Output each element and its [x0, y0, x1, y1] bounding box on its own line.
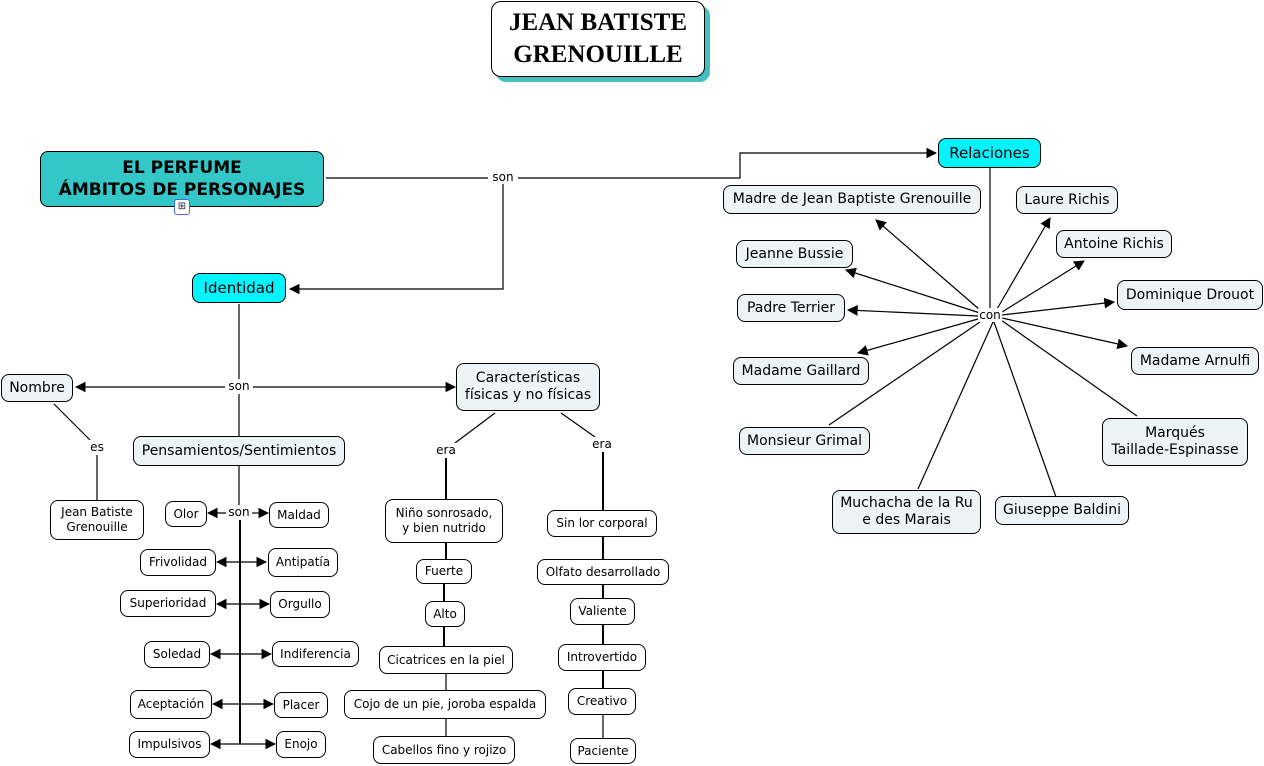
sentimiento-node[interactable]: Frivolidad: [140, 549, 216, 576]
link-label-identidad-son: son: [226, 379, 252, 393]
sentimiento-node[interactable]: Enojo: [276, 731, 326, 758]
link-label-era-right: era: [590, 437, 614, 451]
person-node[interactable]: Monsieur Grimal: [739, 427, 870, 455]
caracteristica-no-fisica-node[interactable]: Introvertido: [558, 644, 646, 671]
caracteristica-fisica-node[interactable]: Alto: [425, 601, 465, 627]
caracteristica-no-fisica-node[interactable]: Olfato desarrollado: [537, 559, 669, 585]
pensamientos-node[interactable]: Pensamientos/Sentimientos: [133, 436, 345, 466]
link-label-relaciones-con: con: [978, 308, 1002, 322]
caracteristica-no-fisica-node[interactable]: Valiente: [570, 598, 635, 625]
nombre-node[interactable]: Nombre: [1, 374, 73, 402]
caracteristica-fisica-node[interactable]: Niño sonrosado, y bien nutrido: [385, 499, 503, 543]
caracteristica-fisica-node[interactable]: Cabellos fino y rojizo: [373, 736, 515, 764]
nombre-value-node[interactable]: Jean Batiste Grenouille: [50, 500, 144, 540]
map-title[interactable]: JEAN BATISTE GRENOUILLE: [491, 1, 705, 77]
caracteristica-fisica-node[interactable]: Cojo de un pie, joroba espalda: [344, 690, 546, 719]
sentimiento-node[interactable]: Impulsivos: [129, 731, 210, 758]
person-node[interactable]: Madame Arnulfi: [1131, 347, 1259, 375]
edge-son-relaciones: [518, 147, 938, 179]
relaciones-node[interactable]: Relaciones: [938, 138, 1041, 168]
person-node[interactable]: Jeanne Bussie: [736, 240, 853, 268]
caracteristica-no-fisica-node[interactable]: Creativo: [568, 688, 636, 715]
link-label-era-left: era: [434, 443, 458, 457]
person-node[interactable]: Dominique Drouot: [1117, 280, 1263, 310]
link-label-nombre-es: es: [88, 440, 106, 454]
sentimiento-node[interactable]: Soledad: [144, 641, 210, 668]
link-label-main-son: son: [490, 170, 516, 184]
caracteristica-fisica-node[interactable]: Cicatrices en la piel: [379, 646, 513, 674]
person-node[interactable]: Padre Terrier: [737, 294, 845, 322]
sentimiento-node[interactable]: Maldad: [269, 502, 329, 528]
sentimiento-node[interactable]: Antipatía: [268, 548, 338, 577]
caracteristicas-node[interactable]: Características físicas y no físicas: [456, 363, 600, 411]
edge-nombre-es: [53, 403, 91, 441]
sentimiento-node[interactable]: Superioridad: [120, 590, 216, 617]
person-node[interactable]: Antoine Richis: [1056, 230, 1172, 258]
sentimiento-node[interactable]: Indiferencia: [272, 641, 359, 667]
caracteristica-fisica-node[interactable]: Fuerte: [416, 559, 472, 584]
submap-icon[interactable]: ⊞: [174, 199, 190, 215]
caracteristica-no-fisica-node[interactable]: Paciente: [570, 738, 636, 764]
sentimiento-node[interactable]: Orgullo: [270, 591, 330, 618]
main-concept-node[interactable]: EL PERFUME ÁMBITOS DE PERSONAJES: [40, 151, 324, 207]
identidad-node[interactable]: Identidad: [192, 273, 286, 303]
person-node[interactable]: Madame Gaillard: [733, 357, 869, 385]
person-node[interactable]: Muchacha de la Ru e des Marais: [832, 490, 981, 534]
sentimiento-node[interactable]: Aceptación: [130, 690, 212, 719]
sentimiento-node[interactable]: Placer: [274, 692, 328, 718]
person-node[interactable]: Giuseppe Baldini: [995, 496, 1129, 525]
caracteristica-no-fisica-node[interactable]: Sin lor corporal: [547, 510, 657, 537]
person-node[interactable]: Laure Richis: [1016, 186, 1118, 214]
person-node[interactable]: Marqués Taillade-Espinasse: [1102, 418, 1248, 466]
person-node[interactable]: Madre de Jean Baptiste Grenouille: [723, 185, 981, 214]
link-label-pensamientos-son: son: [226, 505, 252, 519]
edge-son-identidad: [288, 184, 504, 295]
sentimiento-node[interactable]: Olor: [165, 501, 207, 527]
